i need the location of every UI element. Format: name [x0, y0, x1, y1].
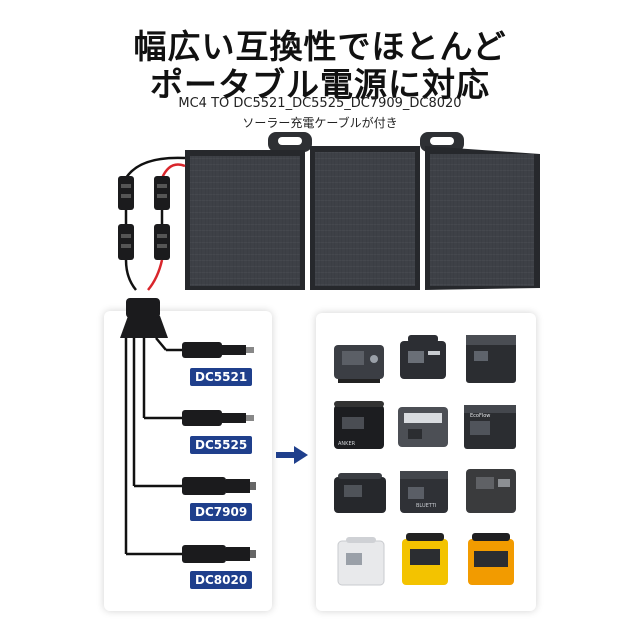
- power-station-2: [400, 335, 446, 379]
- power-station-1: [334, 345, 384, 383]
- panel-handle-left: [268, 132, 312, 152]
- dc5525-plug: [182, 410, 254, 426]
- mc4-connector-male-top: [118, 176, 134, 210]
- dc7909-label: DC7909: [190, 503, 253, 521]
- power-station-6: EcoFlow: [464, 405, 516, 449]
- solar-panel-section-2: [310, 146, 420, 290]
- power-station-3: [466, 335, 516, 383]
- dc5525-label: DC5525: [190, 436, 253, 454]
- solar-panel-section-3: [425, 146, 540, 290]
- solar-panel-illustration: [118, 132, 540, 291]
- dc5521-label: DC5521: [190, 368, 253, 386]
- right-arrow-icon: [276, 446, 308, 464]
- power-station-4: ANKER: [334, 401, 384, 449]
- included-cable-note: ソーラー充電ケーブルが付き: [242, 116, 398, 130]
- dc-cable-splitter-illustration: [120, 298, 256, 563]
- power-station-6-brand: EcoFlow: [470, 413, 490, 419]
- power-station-11: [402, 533, 448, 585]
- dc8020-plug: [182, 545, 256, 563]
- mc4-connector-male-bottom: [118, 224, 134, 260]
- power-station-9: [466, 469, 516, 513]
- dc7909-plug: [182, 477, 256, 495]
- power-station-7: [334, 473, 386, 513]
- power-station-grid: ANKER EcoFlow BLUETTI: [334, 335, 516, 586]
- power-station-5: [398, 407, 448, 447]
- dc8020-label: DC8020: [190, 571, 253, 589]
- power-station-12: [468, 533, 514, 585]
- solar-panel-section-1: [185, 150, 305, 290]
- mc4-connector-female-top: [154, 176, 170, 210]
- power-station-10: [337, 537, 385, 586]
- headline-line-2: ポータブル電源に対応: [150, 65, 490, 104]
- power-station-8-brand: BLUETTI: [416, 503, 436, 509]
- power-station-4-brand: ANKER: [338, 441, 356, 447]
- power-station-8: BLUETTI: [400, 471, 448, 513]
- dc5521-plug: [182, 342, 254, 358]
- cable-spec-text: MC4 TO DC5521_DC5525_DC7909_DC8020: [178, 96, 462, 111]
- headline-line-1: 幅広い互換性でほとんど: [133, 27, 507, 66]
- mc4-connector-female-bottom: [154, 224, 170, 260]
